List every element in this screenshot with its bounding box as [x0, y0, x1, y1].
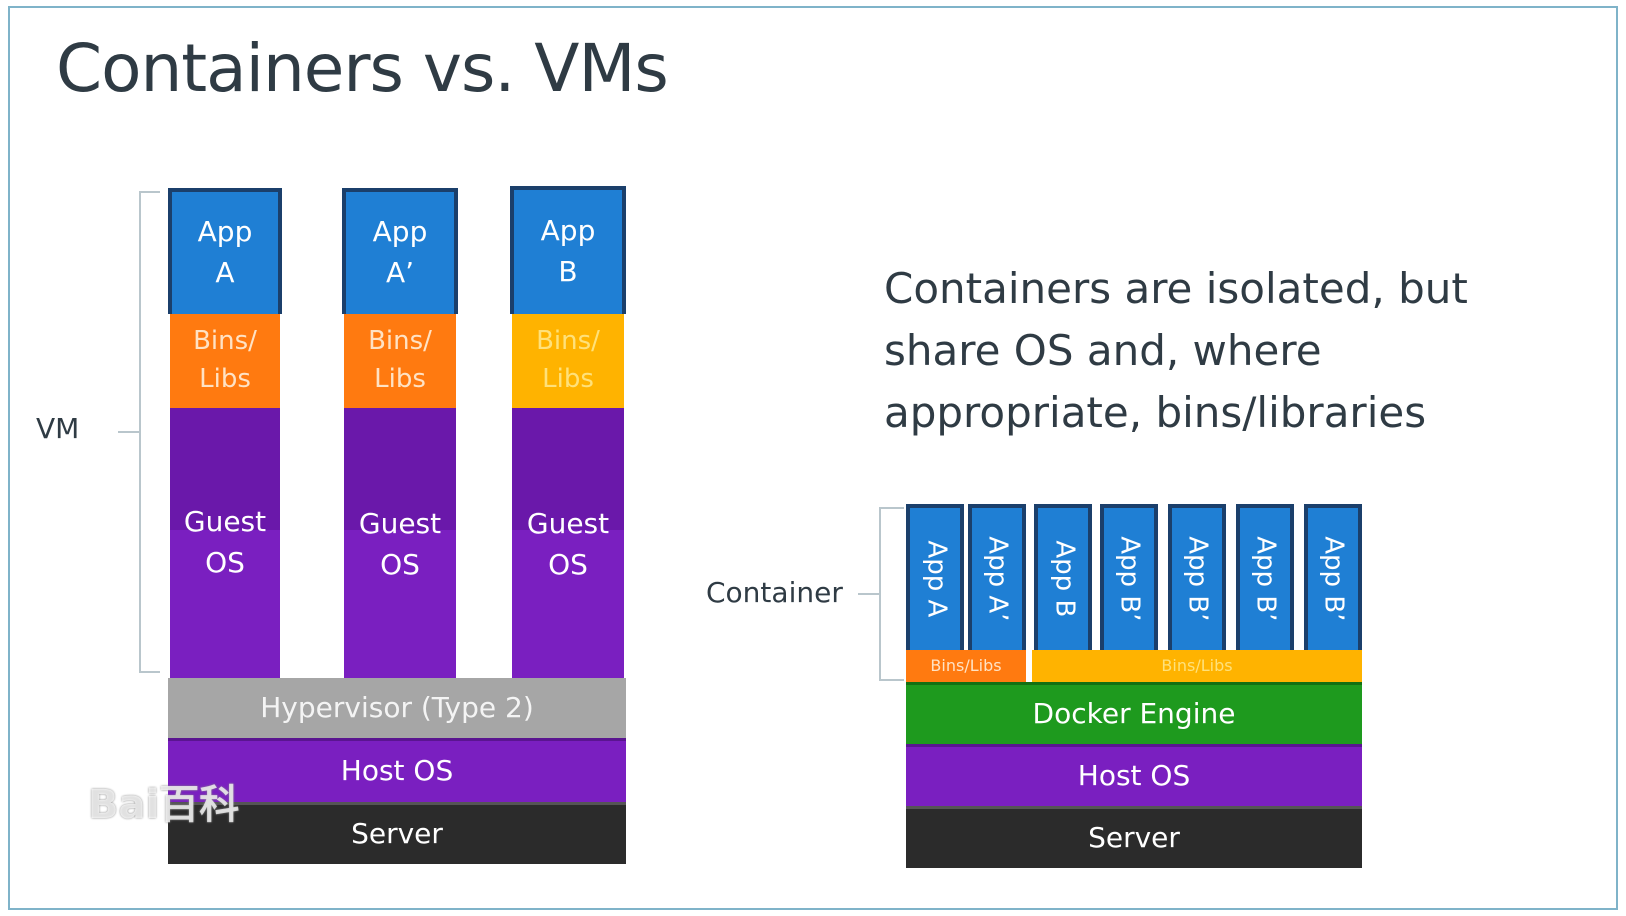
- container-app-b-prime-4-label: App B’: [1318, 536, 1349, 622]
- vm-bracket: [118, 191, 160, 673]
- container-app-a-label: App A: [920, 540, 951, 618]
- container-app-b-prime-4: App B’: [1304, 504, 1362, 650]
- container-app-a-prime: App A’: [968, 504, 1026, 650]
- vm-hypervisor: Hypervisor (Type 2): [168, 678, 626, 738]
- vm-server: Server: [168, 802, 626, 864]
- vm-label: VM: [36, 412, 80, 445]
- container-app-a-prime-label: App A’: [982, 536, 1013, 622]
- vm-guest-os-2: Guest OS: [344, 408, 456, 678]
- container-label: Container: [706, 576, 843, 609]
- container-host-os: Host OS: [906, 744, 1362, 806]
- vm-app-b: App B: [510, 186, 626, 314]
- slide-frame: [8, 6, 1618, 910]
- vm-bins-libs-2: Bins/ Libs: [344, 314, 456, 408]
- container-bins-libs-b: Bins/Libs: [1032, 650, 1362, 682]
- container-app-b-label: App B: [1048, 540, 1079, 618]
- vm-guest-os-2-label: Guest OS: [358, 507, 442, 581]
- container-server: Server: [906, 806, 1362, 868]
- container-app-b-prime-3: App B’: [1236, 504, 1294, 650]
- vm-guest-os-3-label: Guest OS: [526, 507, 610, 581]
- container-docker-engine: Docker Engine: [906, 682, 1362, 744]
- container-app-a: App A: [906, 504, 964, 650]
- vm-guest-os-3: Guest OS: [512, 408, 624, 678]
- vm-bins-libs-1: Bins/ Libs: [170, 314, 280, 408]
- note-text: Containers are isolated, but share OS an…: [884, 264, 1468, 437]
- container-app-b-prime-2-label: App B’: [1182, 536, 1213, 622]
- container-app-b-prime-1-label: App B’: [1114, 536, 1145, 622]
- watermark-logo: Bai百科: [88, 782, 240, 828]
- vm-guest-os-1: Guest OS: [170, 408, 280, 678]
- vm-app-a-prime: App A’: [342, 188, 458, 314]
- container-bins-libs-a: Bins/Libs: [906, 650, 1026, 682]
- container-bracket: [858, 507, 904, 681]
- container-app-b-prime-2: App B’: [1168, 504, 1226, 650]
- slide-title: Containers vs. VMs: [56, 30, 669, 107]
- container-app-b-prime-1: App B’: [1100, 504, 1158, 650]
- vm-bins-libs-3: Bins/ Libs: [512, 314, 624, 408]
- container-app-b: App B: [1034, 504, 1092, 650]
- vm-app-a: App A: [168, 188, 282, 314]
- vm-host-os: Host OS: [168, 738, 626, 802]
- vm-guest-os-1-label: Guest OS: [183, 505, 267, 579]
- container-app-b-prime-3-label: App B’: [1250, 536, 1281, 622]
